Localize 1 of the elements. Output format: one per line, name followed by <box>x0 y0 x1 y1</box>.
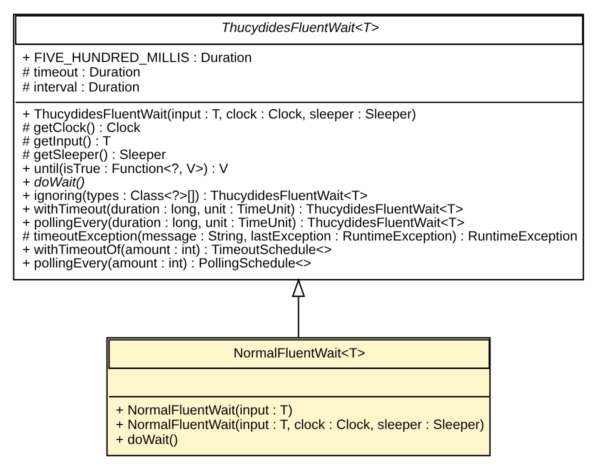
arrow <box>292 278 306 337</box>
